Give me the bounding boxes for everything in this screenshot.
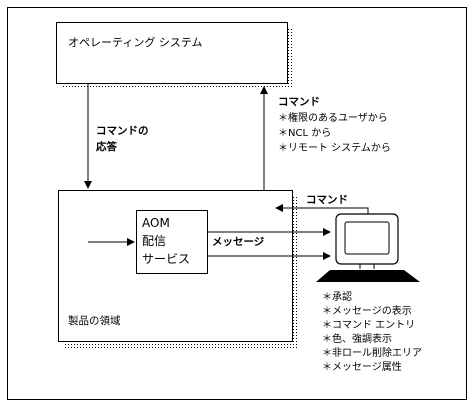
commands-to-os-title: コマンド	[278, 96, 320, 108]
command-response-label-line1: コマンドの	[96, 125, 149, 137]
command-source-item: ＊NCL から	[278, 128, 332, 139]
feature-item: ＊コマンド エントリ	[322, 320, 416, 331]
aom-service-label-line1: AOM	[142, 216, 170, 230]
terminal-command-label: コマンド	[306, 194, 348, 206]
computer-terminal-icon	[316, 213, 420, 282]
command-response-label-line2: 応答	[96, 141, 117, 153]
aom-service-label-line2: 配信	[142, 234, 167, 248]
message-label: メッセージ	[212, 236, 265, 248]
feature-item: ＊メッセージの表示	[322, 306, 412, 317]
command-source-item: ＊リモート システムから	[278, 143, 391, 154]
operating-system-box	[56, 22, 288, 84]
outer-frame	[7, 7, 467, 400]
product-area-label: 製品の領域	[68, 315, 121, 327]
operating-system-label: オペレーティング システム	[68, 36, 203, 49]
command-source-item: ＊権限のあるユーザから	[278, 113, 388, 124]
feature-item: ＊承認	[322, 292, 352, 303]
terminal-command-arrow	[275, 204, 369, 216]
feature-item: ＊色、強調表示	[322, 334, 392, 345]
feature-item: ＊非ロール削除エリア	[322, 348, 422, 359]
aom-service-label-line3: サービス	[142, 252, 191, 266]
feature-item: ＊メッセージ属性	[322, 362, 402, 373]
aom-service-box	[136, 210, 208, 274]
